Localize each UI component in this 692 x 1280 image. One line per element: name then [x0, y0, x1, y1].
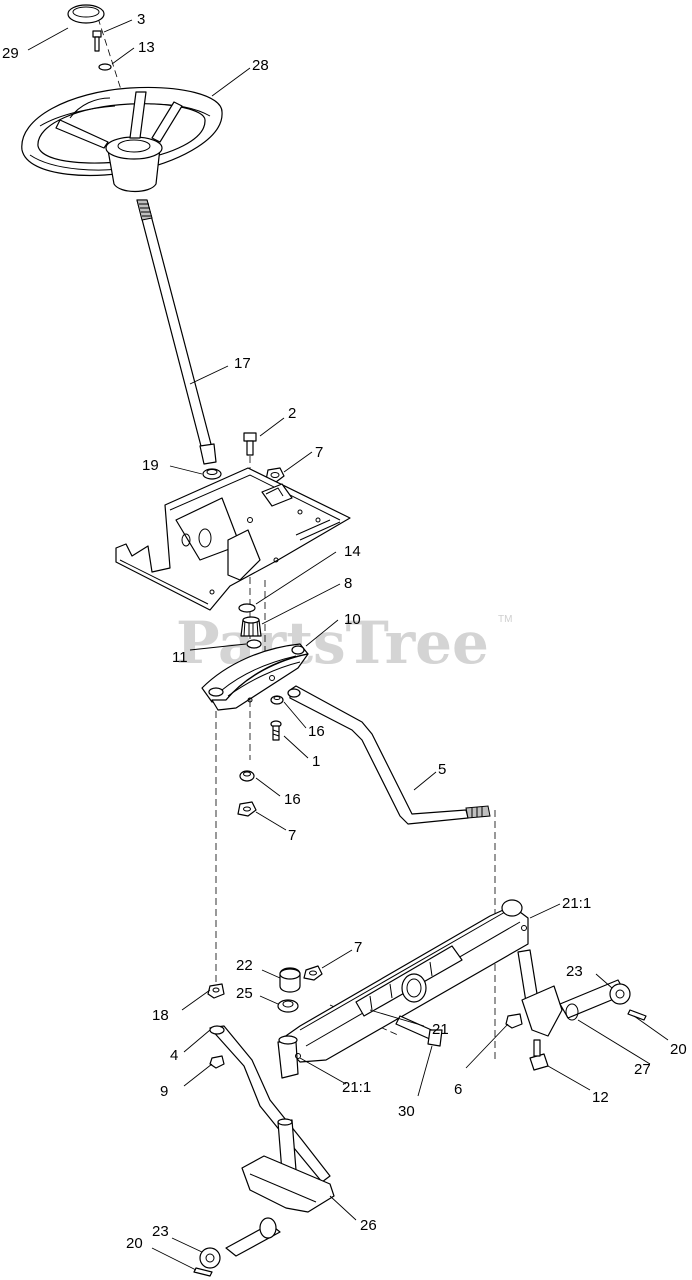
- callout-29: 29: [2, 45, 19, 62]
- nut-7-axle: [303, 965, 323, 981]
- steering-mount-bracket: [115, 467, 351, 611]
- washer-11: [246, 639, 262, 649]
- watermark-trademark: TM: [498, 614, 512, 625]
- callout-8: 8: [344, 575, 352, 592]
- callout-14: 14: [344, 543, 361, 560]
- callout-13: 13: [138, 39, 155, 56]
- callout-labels: 29 3 13 28 17 2 19 7 14 8 11 10 16 1 16 …: [2, 11, 687, 1252]
- callout-3: 3: [137, 11, 145, 28]
- pin-20-right: [627, 1009, 647, 1021]
- screw-1: [270, 720, 282, 741]
- callout-7-upper: 7: [315, 444, 323, 461]
- callout-21-1-right: 21:1: [562, 895, 591, 912]
- pivot-bolt-30: [395, 1015, 443, 1047]
- bushing-22: [279, 967, 301, 993]
- nut-6: [505, 1013, 523, 1029]
- callout-5: 5: [438, 761, 446, 778]
- callout-12: 12: [592, 1089, 609, 1106]
- washer-13: [98, 63, 112, 71]
- washer-23-right: [609, 983, 631, 1005]
- callout-1: 1: [312, 753, 320, 770]
- callout-10: 10: [344, 611, 361, 628]
- steering-wheel: [21, 86, 223, 193]
- callout-6: 6: [454, 1081, 462, 1098]
- pin-20-left: [193, 1267, 213, 1277]
- callout-27: 27: [634, 1061, 651, 1078]
- callout-22: 22: [236, 957, 253, 974]
- callout-16-lower: 16: [284, 791, 301, 808]
- bushing-25: [277, 999, 299, 1013]
- ball-joint-12: [529, 1039, 549, 1071]
- nut-9: [209, 1055, 225, 1069]
- bolt-2: [243, 432, 257, 456]
- callout-30: 30: [398, 1103, 415, 1120]
- nut-7-middle: [237, 801, 257, 817]
- right-spindle: [517, 949, 627, 1037]
- callout-17: 17: [234, 355, 251, 372]
- washer-23-left: [199, 1247, 221, 1269]
- callout-20-right: 20: [670, 1041, 687, 1058]
- callout-20-left: 20: [126, 1235, 143, 1252]
- bushing-16-upper: [270, 695, 284, 705]
- callout-23-left: 23: [152, 1223, 169, 1240]
- drag-link: [287, 685, 491, 825]
- front-axle: [277, 899, 529, 1079]
- nut-18: [207, 983, 225, 999]
- steering-shaft: [136, 199, 217, 465]
- callout-7-axle: 7: [354, 939, 362, 956]
- callout-9: 9: [160, 1083, 168, 1100]
- washer-14: [238, 603, 256, 613]
- callout-16-upper: 16: [308, 723, 325, 740]
- callout-19: 19: [142, 457, 159, 474]
- callout-26: 26: [360, 1217, 377, 1234]
- callout-18: 18: [152, 1007, 169, 1024]
- watermark-text: PartsTree: [176, 609, 489, 677]
- callout-21: 21: [432, 1021, 449, 1038]
- leader-lines: [27, 19, 669, 1271]
- bushing-16-lower: [239, 770, 255, 782]
- bolt-3: [92, 30, 102, 52]
- callout-23-right: 23: [566, 963, 583, 980]
- callout-21-1-left: 21:1: [342, 1079, 371, 1096]
- bushing-19: [202, 468, 222, 480]
- callout-25: 25: [236, 985, 253, 1002]
- callout-28: 28: [252, 57, 269, 74]
- left-spindle: [225, 1118, 335, 1257]
- callout-11: 11: [172, 649, 188, 666]
- callout-7-middle: 7: [288, 827, 296, 844]
- sector-gear: [201, 643, 309, 711]
- callout-2: 2: [288, 405, 296, 422]
- steering-cap: [67, 4, 105, 24]
- pinion-gear: [240, 616, 262, 637]
- callout-4: 4: [170, 1047, 178, 1064]
